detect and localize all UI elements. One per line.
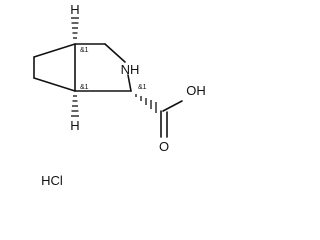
- bond-n-c1: [127, 74, 132, 92]
- hatch-bond-top: [71, 17, 79, 39]
- stereo-label-c3a: &1: [80, 47, 89, 54]
- bond-carboxyl-oh: [162, 100, 183, 112]
- bond-c5-c6: [33, 77, 76, 92]
- atom-h-top: H: [70, 2, 79, 17]
- salt-label: HCl: [41, 173, 63, 188]
- bond-c3-n: [104, 43, 126, 63]
- atom-oh: OH: [186, 83, 206, 98]
- hatch-bond-carboxyl: [135, 94, 157, 113]
- atom-nh: NH: [121, 62, 140, 77]
- atom-h-bottom: H: [70, 118, 79, 133]
- stereo-label-c1: &1: [138, 84, 147, 91]
- structure-diagram: H H NH OH O &1 &1 &1 HCl: [33, 2, 206, 188]
- atom-o: O: [159, 139, 169, 154]
- hatch-bond-bottom: [71, 95, 79, 117]
- bond-c3a-c4: [33, 43, 76, 58]
- stereo-label-c6a: &1: [80, 84, 89, 91]
